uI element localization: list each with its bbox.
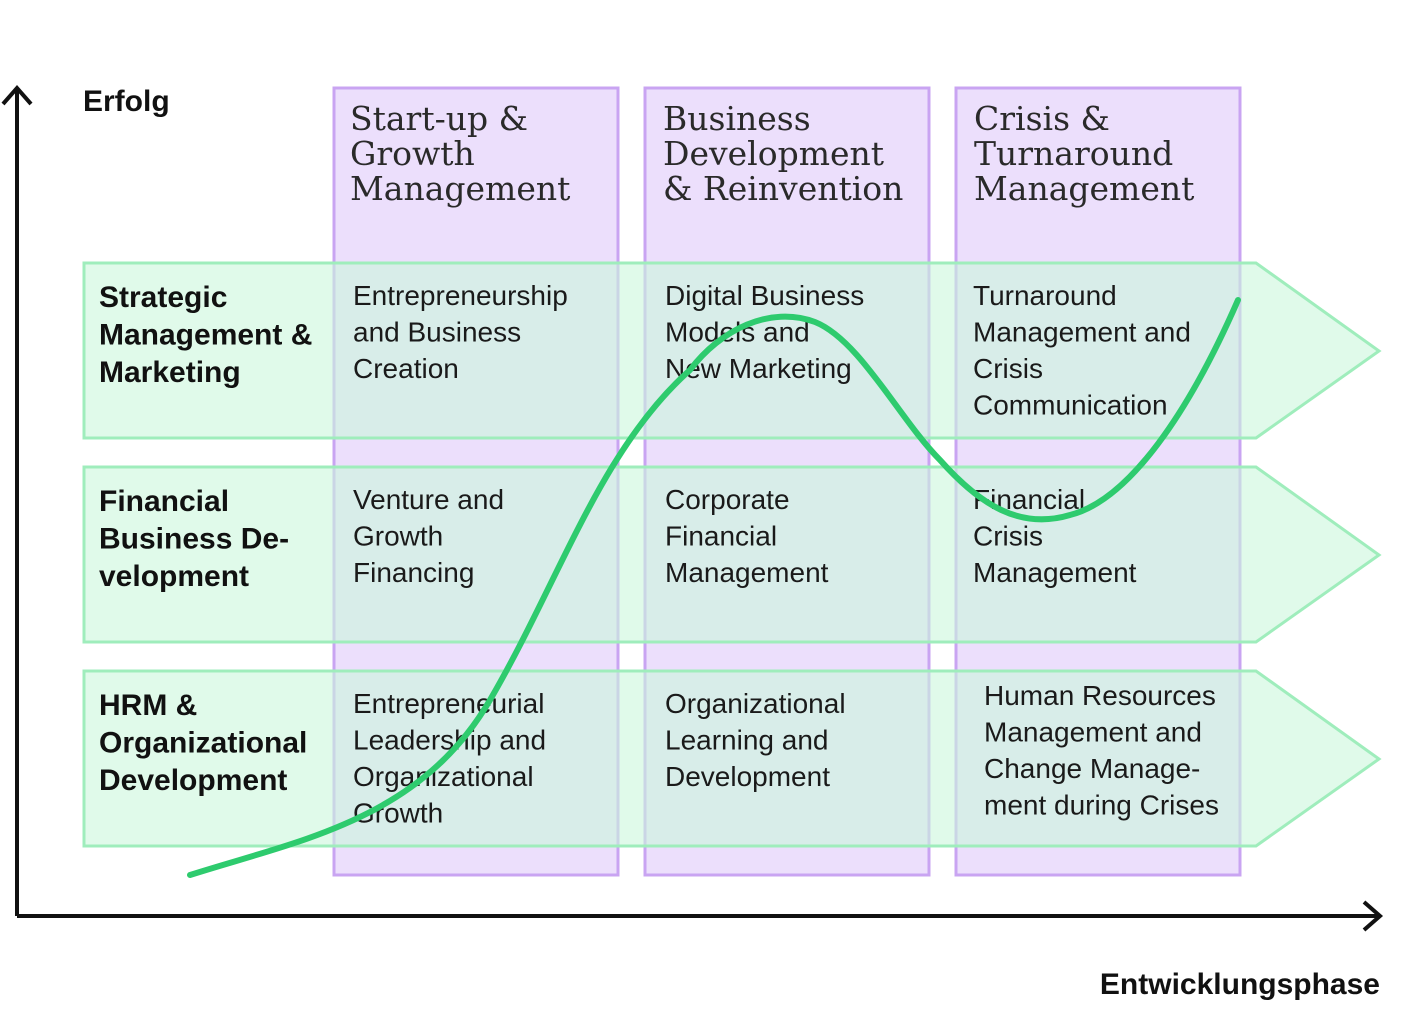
- text-line: Start-up &: [350, 99, 528, 138]
- x-axis-label: Entwicklungsphase: [1100, 968, 1380, 1001]
- row-arrow-hrm: [82, 669, 1382, 848]
- x-axis-arrowhead: [1362, 900, 1384, 932]
- text-line: Financial: [99, 485, 229, 518]
- success-curve: [187, 297, 1241, 878]
- text-line: Organizational: [353, 761, 534, 792]
- text-line: Marketing: [99, 356, 241, 389]
- text-line: Management and: [973, 317, 1191, 348]
- text-line: and Business: [353, 317, 521, 348]
- text-line: Financial: [973, 484, 1085, 515]
- text-line: Management: [973, 557, 1137, 588]
- text-line: & Reinvention: [663, 169, 903, 208]
- text-line: ment during Crises: [984, 790, 1219, 821]
- rows: [82, 261, 1382, 848]
- text-line: Management &: [99, 319, 312, 352]
- text-line: Growth: [350, 134, 475, 173]
- axes: [1, 84, 1384, 932]
- text-line: Organizational: [665, 688, 846, 719]
- y-axis-arrowhead: [1, 84, 33, 106]
- row-arrow-financial: [82, 465, 1382, 644]
- text-line: Management: [974, 169, 1194, 208]
- text-line: Turnaround: [973, 280, 1117, 311]
- text-line: Management: [350, 169, 570, 208]
- text-line: Financing: [353, 557, 474, 588]
- text-line: Corporate: [665, 484, 790, 515]
- text-line: Learning and: [665, 725, 828, 756]
- text-line: Growth: [353, 521, 443, 552]
- text-line: Venture and: [353, 484, 504, 515]
- text-line: Communication: [973, 390, 1168, 421]
- text-line: Organizational: [99, 727, 307, 760]
- text-line: Crisis &: [974, 99, 1110, 138]
- text-line: Crisis: [973, 353, 1043, 384]
- text-line: Development: [665, 761, 830, 792]
- text-line: Development: [99, 764, 287, 797]
- text-line: Development: [663, 134, 884, 173]
- text-line: Human Resources: [984, 680, 1216, 711]
- y-axis-label: Erfolg: [83, 85, 170, 118]
- text-line: Entrepreneurship: [353, 280, 568, 311]
- text-line: Turnaround: [974, 134, 1173, 173]
- text-line: Business: [663, 99, 811, 138]
- text-line: Management and: [984, 717, 1202, 748]
- text-line: HRM &: [99, 689, 197, 722]
- text-line: Financial: [665, 521, 777, 552]
- text-line: Crisis: [973, 521, 1043, 552]
- text-line: velopment: [99, 560, 249, 593]
- text-line: Business De-: [99, 523, 289, 556]
- text-line: Management: [665, 557, 829, 588]
- text-line: Entrepreneurial: [353, 688, 544, 719]
- text-line: Strategic: [99, 281, 227, 314]
- text-line: Digital Business: [665, 280, 864, 311]
- text-line: Creation: [353, 353, 459, 384]
- row-arrow-strategic: [82, 261, 1382, 440]
- text-line: Change Manage-: [984, 753, 1200, 784]
